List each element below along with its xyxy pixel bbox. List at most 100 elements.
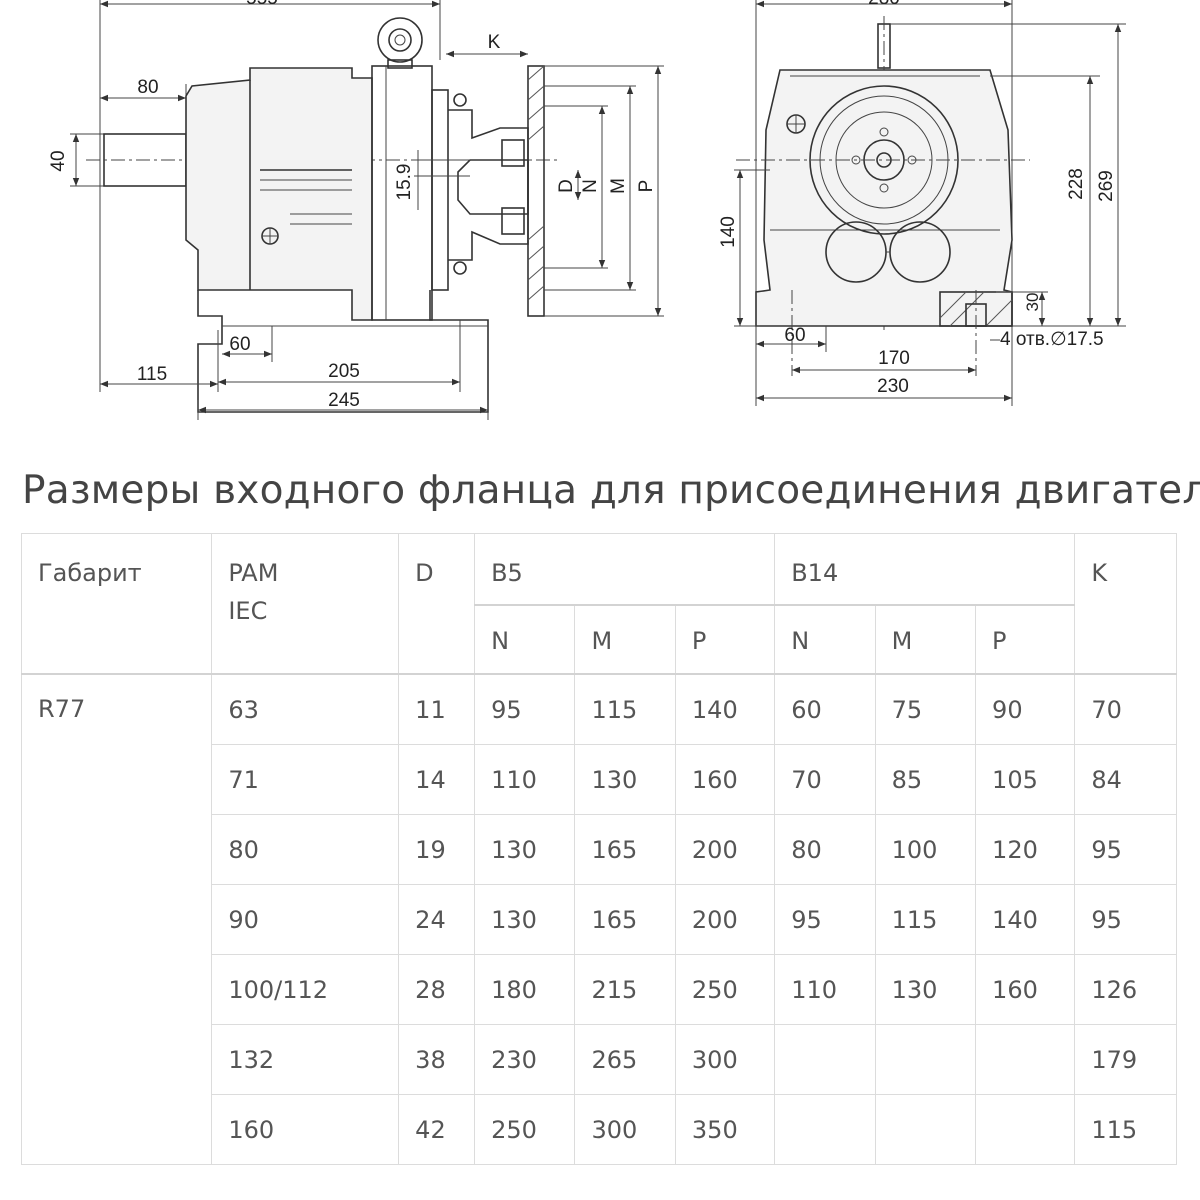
cell-b14-n: 60	[774, 673, 876, 745]
header-pam-line2: IEC	[228, 597, 268, 625]
cell-k: 95	[1074, 884, 1177, 955]
cell-b5-p: 140	[674, 673, 776, 745]
dim-right-60: 60	[784, 325, 805, 346]
cell-b14-n: 70	[774, 744, 876, 815]
dim-top-left: 555	[246, 0, 278, 9]
dim-m: M	[608, 178, 629, 194]
dim-center-offset: 15.9	[394, 164, 415, 201]
table-row: 132 38 230 265 300 179	[22, 1024, 1177, 1095]
header-b14: B14	[774, 533, 1076, 606]
dim-n: N	[580, 179, 601, 193]
cell-pam: 63	[211, 673, 400, 745]
side-view: 555 80 40	[48, 0, 664, 420]
cell-b14-n: 110	[774, 954, 876, 1025]
header-b14-p: P	[975, 604, 1076, 675]
cell-b5-p: 200	[674, 884, 776, 955]
cell-b14-m: 130	[874, 954, 977, 1025]
cell-b5-n: 110	[474, 744, 576, 815]
cell-b5-m: 215	[574, 954, 676, 1025]
cell-b5-n: 180	[474, 954, 576, 1025]
dim-right-170: 170	[878, 348, 910, 369]
cell-gabarit: R77	[20, 673, 213, 1165]
cell-b14-n: 95	[774, 884, 876, 955]
dim-k: K	[488, 32, 501, 53]
header-b5-m: M	[574, 604, 676, 675]
front-view: 280	[718, 0, 1126, 406]
dim-left-60: 60	[229, 334, 250, 355]
header-d: D	[398, 533, 476, 675]
cell-b5-p: 350	[674, 1094, 776, 1165]
cell-b14-n	[774, 1094, 876, 1165]
cell-d: 38	[398, 1024, 476, 1095]
header-gabarit: Габарит	[20, 533, 213, 675]
cell-b14-p: 120	[975, 814, 1076, 885]
dim-left-115: 115	[137, 364, 167, 385]
cell-b14-p: 160	[975, 954, 1076, 1025]
dim-right-230: 230	[877, 376, 909, 397]
header-k: K	[1074, 533, 1177, 675]
dim-height-140: 140	[718, 216, 739, 248]
cell-b5-m: 165	[574, 884, 676, 955]
cell-k: 126	[1074, 954, 1177, 1025]
cell-pam: 90	[211, 884, 400, 955]
cell-d: 42	[398, 1094, 476, 1165]
cell-b5-n: 95	[474, 673, 576, 745]
table-row: 80 19 130 165 200 80 100 120 95	[22, 814, 1177, 885]
cell-k: 115	[1074, 1094, 1177, 1165]
header-b5: B5	[474, 533, 776, 606]
section-title: Размеры входного фланца для присоединени…	[22, 468, 1200, 513]
dim-height-269: 269	[1096, 170, 1117, 202]
cell-b14-n: 80	[774, 814, 876, 885]
technical-drawing: 555 80 40	[0, 0, 1200, 440]
header-pam: PAM IEC	[211, 533, 400, 675]
cell-b14-m	[874, 1024, 977, 1095]
cell-b14-p: 90	[975, 673, 1076, 745]
cell-b14-m: 100	[874, 814, 977, 885]
cell-b14-m: 75	[874, 673, 977, 745]
header-b5-p: P	[674, 604, 776, 675]
cell-b14-p: 140	[975, 884, 1076, 955]
header-b14-m: M	[874, 604, 977, 675]
cell-b14-m	[874, 1094, 977, 1165]
flange-dimensions-table-wrapper: Габарит PAM IEC D B5 B14 K N M P N M P R…	[20, 533, 1177, 1165]
cell-k: 95	[1074, 814, 1177, 885]
cell-b14-p: 105	[975, 744, 1076, 815]
cell-k: 84	[1074, 744, 1177, 815]
gearbox-drawing-svg: 555 80 40	[48, 0, 1126, 420]
cell-b5-p: 160	[674, 744, 776, 815]
cell-d: 14	[398, 744, 476, 815]
dim-p: P	[636, 180, 657, 193]
cell-b5-p: 300	[674, 1024, 776, 1095]
cell-d: 19	[398, 814, 476, 885]
table-row: 160 42 250 300 350 115	[22, 1094, 1177, 1165]
table-row: 90 24 130 165 200 95 115 140 95	[22, 884, 1177, 955]
cell-k: 70	[1074, 673, 1177, 745]
dim-d: D	[556, 179, 577, 193]
dim-foot-30: 30	[1023, 293, 1042, 312]
cell-b5-m: 165	[574, 814, 676, 885]
cell-b5-m: 130	[574, 744, 676, 815]
header-b14-n: N	[774, 604, 876, 675]
cell-pam: 80	[211, 814, 400, 885]
table-row: 71 14 110 130 160 70 85 105 84	[22, 744, 1177, 815]
cell-pam: 100/112	[211, 954, 400, 1025]
cell-b5-n: 250	[474, 1094, 576, 1165]
dim-left-245: 245	[328, 390, 360, 411]
dim-shaft-length: 80	[137, 77, 158, 98]
cell-b5-p: 200	[674, 814, 776, 885]
flange-hatching	[527, 65, 545, 317]
table-row: 100/112 28 180 215 250 110 130 160 126	[22, 954, 1177, 1025]
header-b5-n: N	[474, 604, 576, 675]
cell-b5-m: 265	[574, 1024, 676, 1095]
dim-shaft-diameter: 40	[48, 150, 69, 171]
cell-b5-p: 250	[674, 954, 776, 1025]
dim-left-205: 205	[328, 361, 360, 382]
cell-pam: 132	[211, 1024, 400, 1095]
cell-b14-p	[975, 1094, 1076, 1165]
dim-height-228: 228	[1066, 168, 1087, 200]
cell-b14-n	[774, 1024, 876, 1095]
cell-b14-m: 115	[874, 884, 977, 955]
cell-b5-m: 115	[574, 673, 676, 745]
cell-b5-n: 130	[474, 884, 576, 955]
header-pam-line1: PAM	[228, 559, 279, 587]
